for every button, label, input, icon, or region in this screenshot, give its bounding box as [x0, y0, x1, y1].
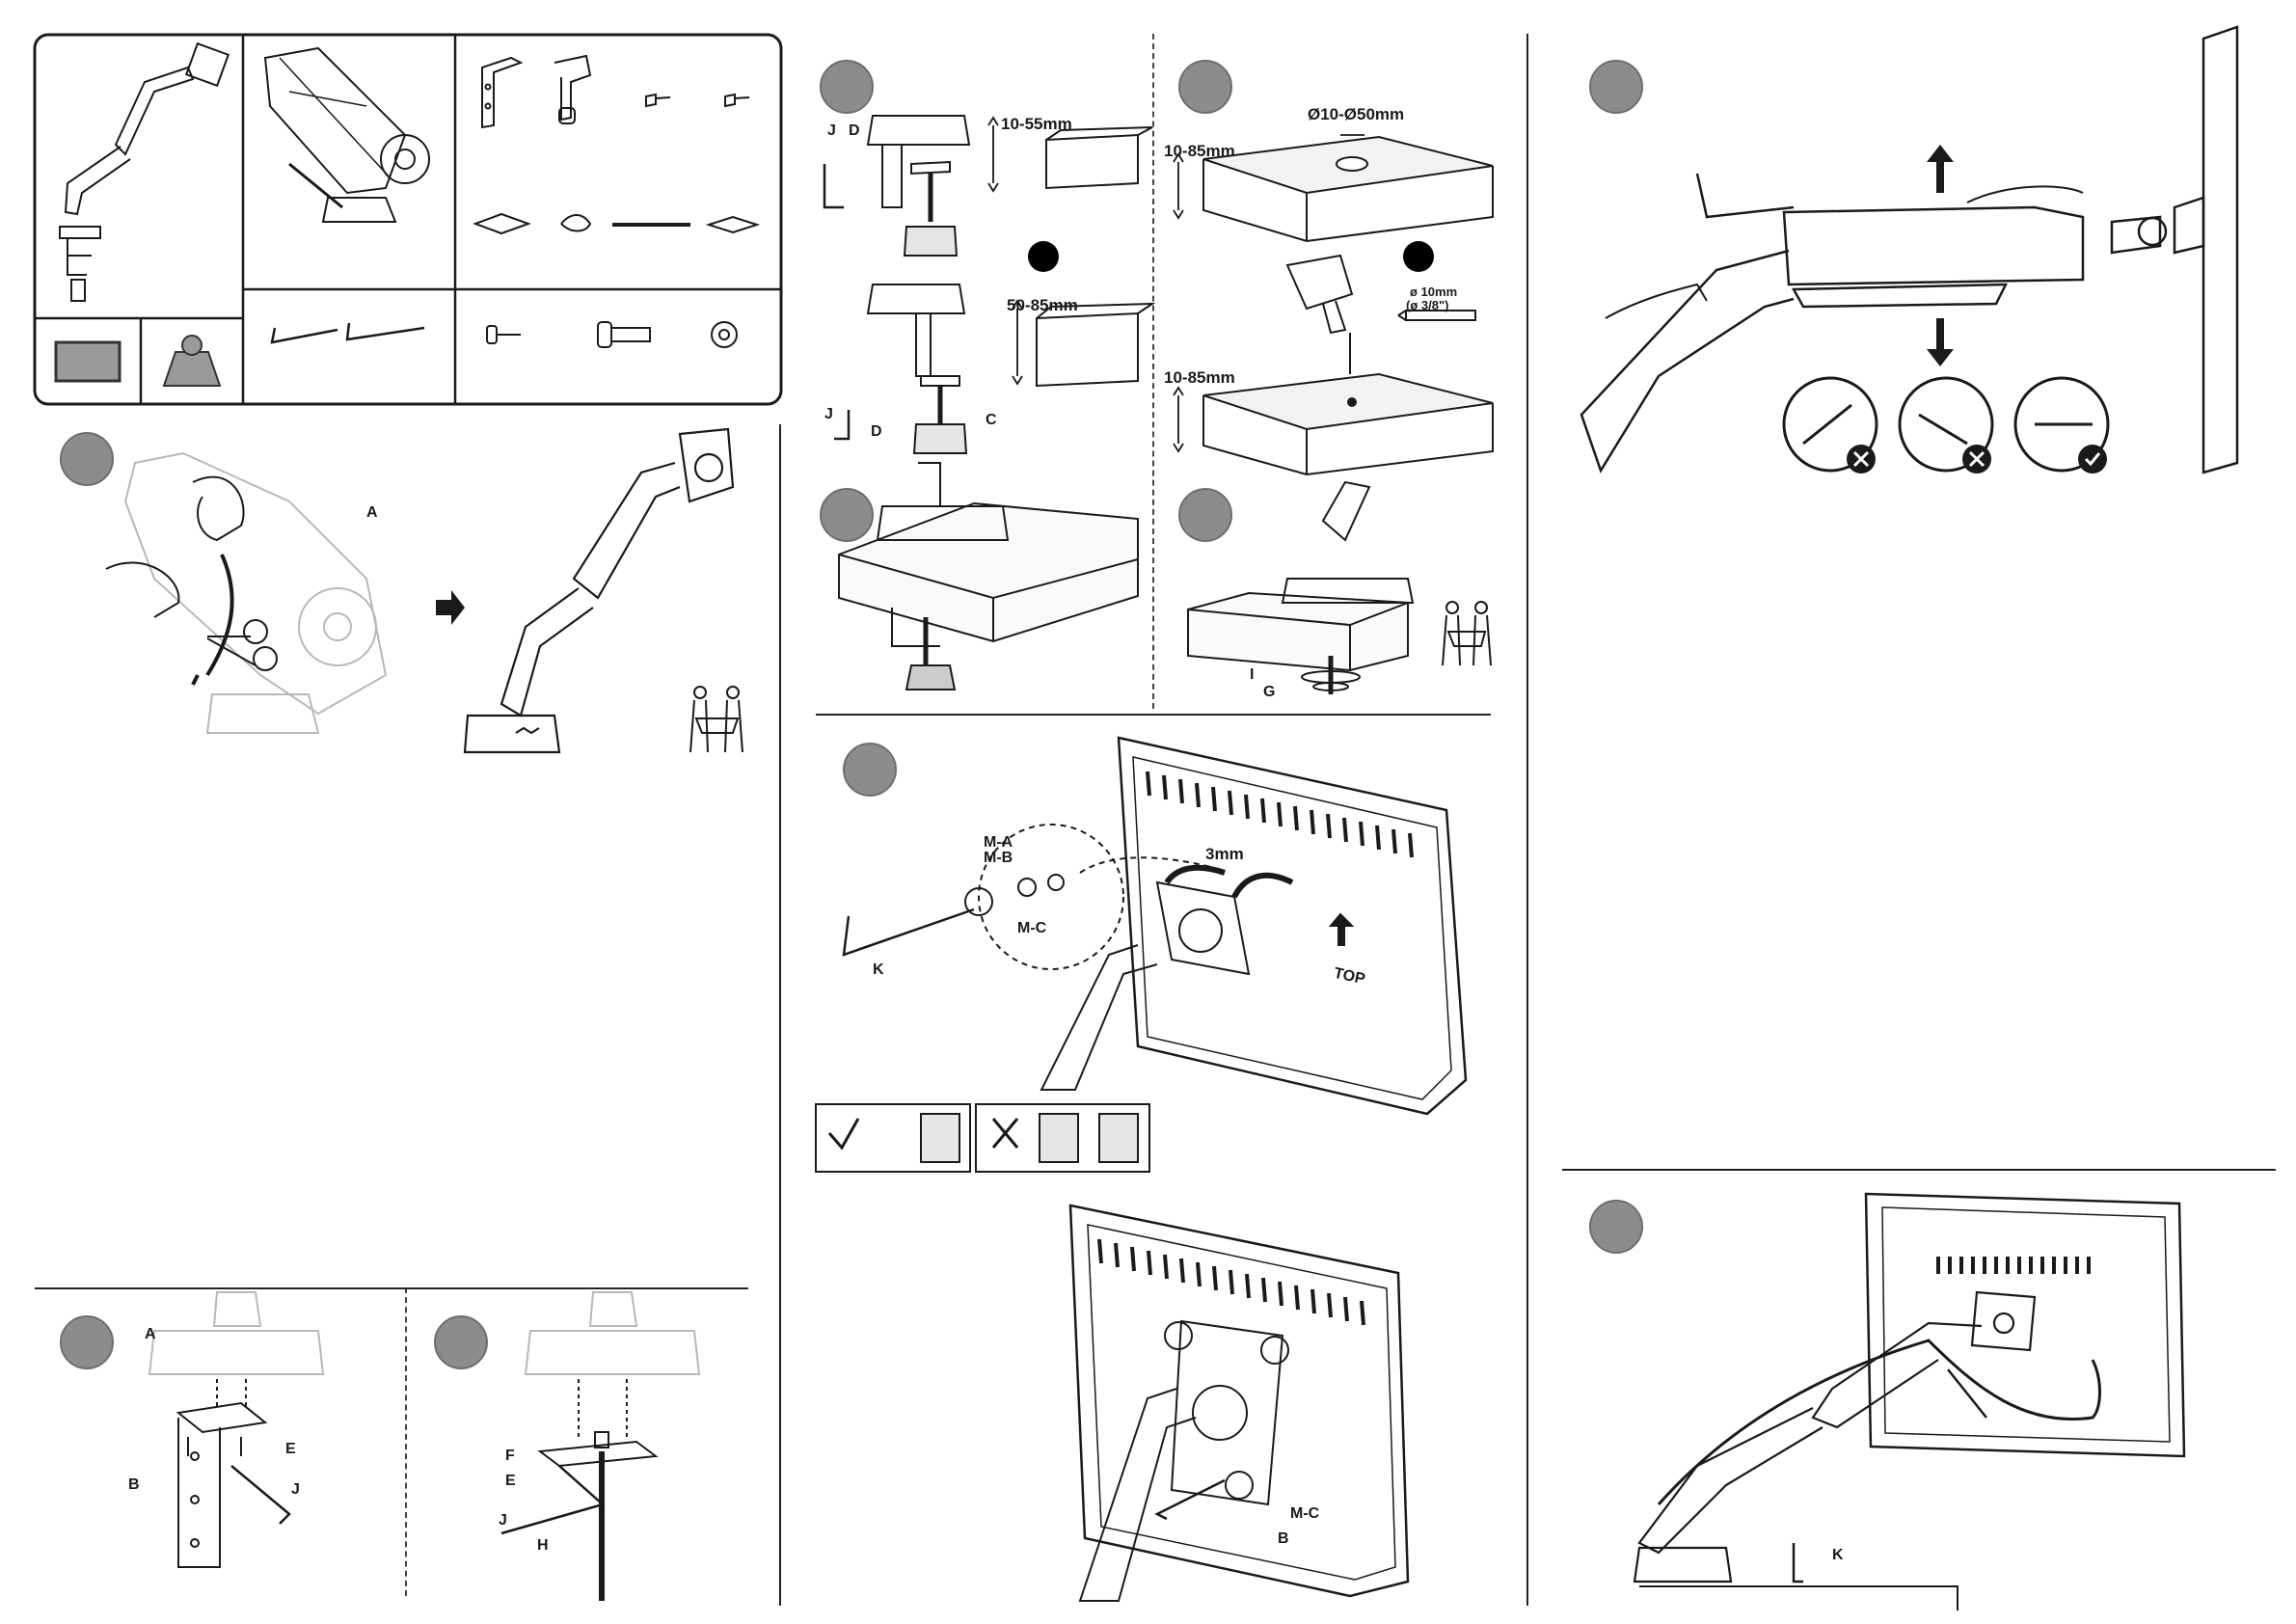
- label-k-step10: K: [1832, 1548, 1844, 1563]
